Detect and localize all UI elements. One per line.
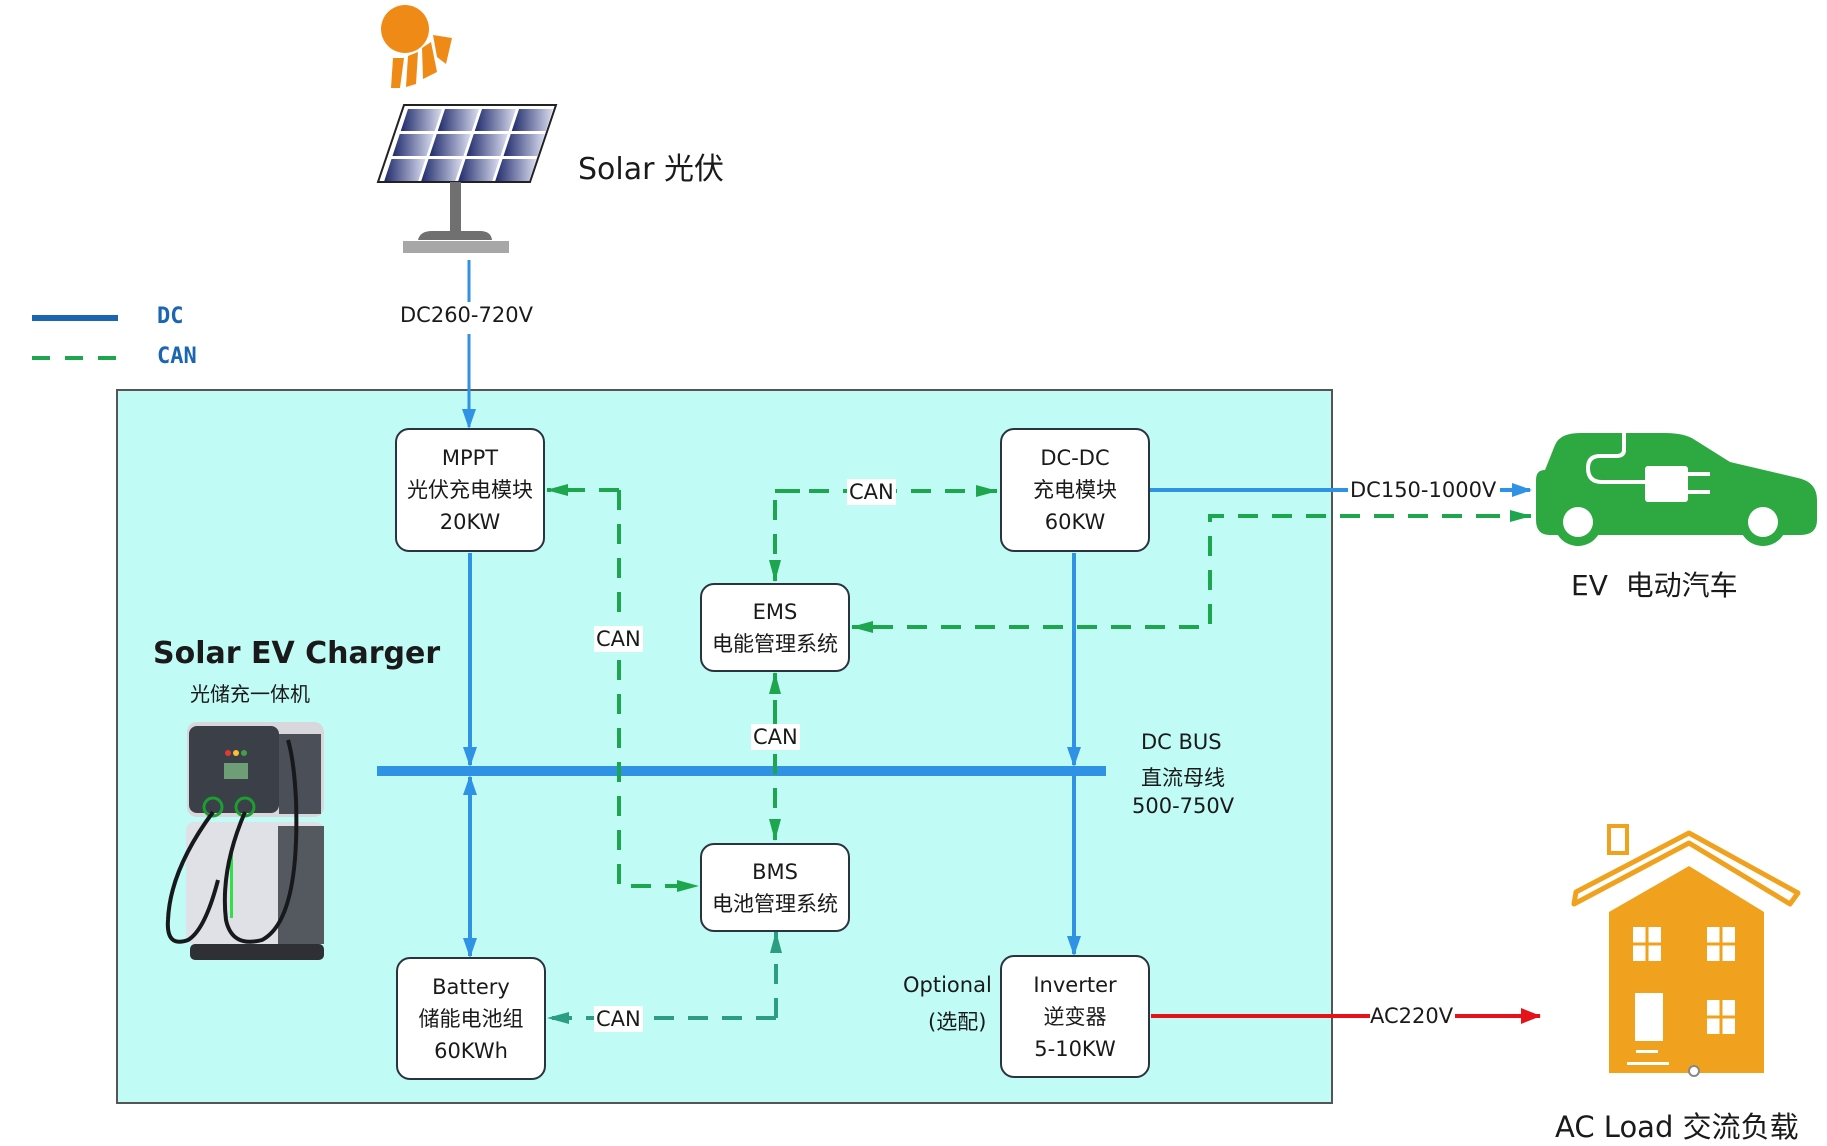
can-ev-ems-line <box>851 514 1530 633</box>
battery-title: Battery <box>432 974 510 999</box>
product-subtitle: 光储充一体机 <box>190 682 310 706</box>
can-label-ems-dcdc: CAN <box>847 479 896 505</box>
bms-node[interactable]: BMS 电池管理系统 <box>700 843 850 932</box>
ems-node[interactable]: EMS 电能管理系统 <box>700 583 850 672</box>
sun-icon <box>381 5 452 88</box>
house-icon <box>1571 824 1801 1077</box>
solar-cell <box>495 159 537 181</box>
ev-charger-product-icon <box>165 722 324 960</box>
solar-cell <box>429 134 471 156</box>
ems-desc: 电能管理系统 <box>712 631 838 656</box>
solar-cell <box>503 134 545 156</box>
can-label-bms-battery: CAN <box>594 1006 643 1032</box>
solar-cell <box>421 159 463 181</box>
can-dcdc-ems-line <box>769 489 800 582</box>
solar-cell <box>437 109 479 131</box>
dc-bus-title: DC BUS <box>1141 730 1222 754</box>
battery-capacity: 60KWh <box>434 1038 508 1063</box>
bms-title: BMS <box>752 859 798 884</box>
solar-cell <box>384 159 426 181</box>
ems-title: EMS <box>752 599 798 624</box>
can-label-mppt-bms: CAN <box>594 626 643 652</box>
solar-cell <box>458 159 500 181</box>
solar-cell <box>400 109 442 131</box>
battery-desc: 储能电池组 <box>418 1006 524 1031</box>
product-title: Solar EV Charger <box>153 636 441 671</box>
ev-voltage-label: DC150-1000V <box>1350 478 1497 502</box>
mppt-title: MPPT <box>441 446 499 470</box>
solar-panel-icon <box>376 104 558 253</box>
dcdc-title: DC-DC <box>1040 446 1110 470</box>
inverter-power: 5-10KW <box>1034 1036 1116 1061</box>
optional-sub-label: (选配) <box>928 1010 987 1034</box>
dcdc-desc: 充电模块 <box>1033 478 1117 502</box>
solar-cell <box>474 109 516 131</box>
ac-load-label: AC Load 交流负载 <box>1555 1110 1799 1144</box>
solar-cell <box>511 109 553 131</box>
legend-can-label: CAN <box>157 344 197 369</box>
dcdc-power: 60KW <box>1044 510 1106 534</box>
solar-cell <box>392 134 434 156</box>
inverter-desc: 逆变器 <box>1043 1004 1107 1029</box>
can-mppt-bms-line <box>617 490 699 892</box>
bms-desc: 电池管理系统 <box>712 891 838 916</box>
dcdc-module-node[interactable]: DC-DC 充电模块 60KW <box>1000 428 1150 552</box>
ev-label: EV 电动汽车 <box>1571 569 1738 602</box>
mppt-module-node[interactable]: MPPT 光伏充电模块 20KW <box>395 428 545 552</box>
mppt-power: 20KW <box>439 510 501 534</box>
legend-dc-label: DC <box>157 304 184 329</box>
solar-voltage-label: DC260-720V <box>400 303 533 327</box>
dc-bus-desc: 直流母线 <box>1141 766 1225 790</box>
optional-label: Optional <box>903 973 992 997</box>
battery-node[interactable]: Battery 储能电池组 60KWh <box>396 957 546 1080</box>
can-label-ems-bms: CAN <box>751 724 800 750</box>
inverter-node[interactable]: Inverter 逆变器 5-10KW <box>1000 955 1150 1078</box>
ac-voltage-label: AC220V <box>1370 1004 1454 1028</box>
solar-cell <box>466 134 508 156</box>
inverter-title: Inverter <box>1033 972 1117 997</box>
mppt-desc: 光伏充电模块 <box>407 478 533 502</box>
dc-bus-voltage: 500-750V <box>1132 794 1235 818</box>
solar-label: Solar 光伏 <box>578 152 724 187</box>
ev-car-icon <box>1536 433 1817 546</box>
